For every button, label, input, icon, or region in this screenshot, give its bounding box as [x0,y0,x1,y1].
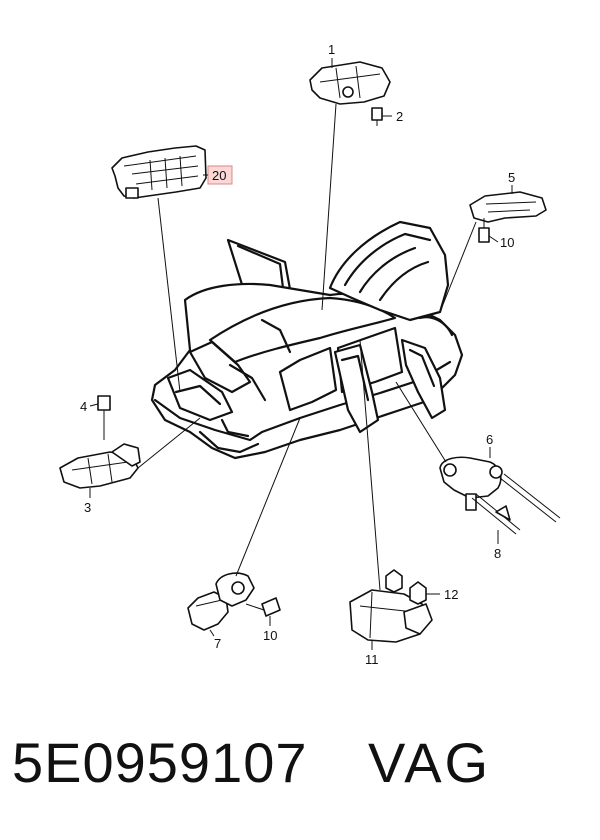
callout-5: 5 [508,170,515,185]
part-10-screw-upper[interactable] [478,218,490,243]
callout-10-lower: 10 [263,628,277,643]
part-20-control-unit[interactable] [111,145,207,199]
part-4-screw[interactable] [97,395,111,440]
part-2-screw[interactable] [371,107,383,126]
part-5-clip[interactable] [469,191,547,223]
part-1-bracket[interactable] [309,61,391,105]
callout-1: 1 [328,42,335,57]
part-10-screw-lower[interactable] [245,597,281,617]
callout-8: 8 [494,546,501,561]
callout-2: 2 [396,109,403,124]
car-body [150,220,464,460]
parts-diagram: 20 [59,42,561,667]
callout-12: 12 [444,587,458,602]
part-6-sensor[interactable] [439,456,561,523]
part-3-bracket[interactable] [59,443,141,489]
callout-20-label: 20 [212,168,226,183]
callout-20: 20 [207,165,233,185]
callout-10-upper: 10 [500,235,514,250]
callout-3: 3 [84,500,91,515]
part-11-module[interactable] [349,589,433,643]
callout-labels: 1 2 3 4 5 6 7 8 10 10 11 12 [80,42,515,667]
brand-name: VAG [368,731,492,794]
leader-lines [89,58,513,650]
part-number: 5E0959107 [12,731,308,794]
callout-4: 4 [80,399,87,414]
part-7-sensor[interactable] [187,572,255,631]
part-8-bolt[interactable] [471,493,521,535]
callout-6: 6 [486,432,493,447]
caption: 5E0959107 VAG [0,730,600,820]
callout-7: 7 [214,636,221,651]
callout-11: 11 [365,652,379,667]
part-12-nuts[interactable] [385,569,427,605]
